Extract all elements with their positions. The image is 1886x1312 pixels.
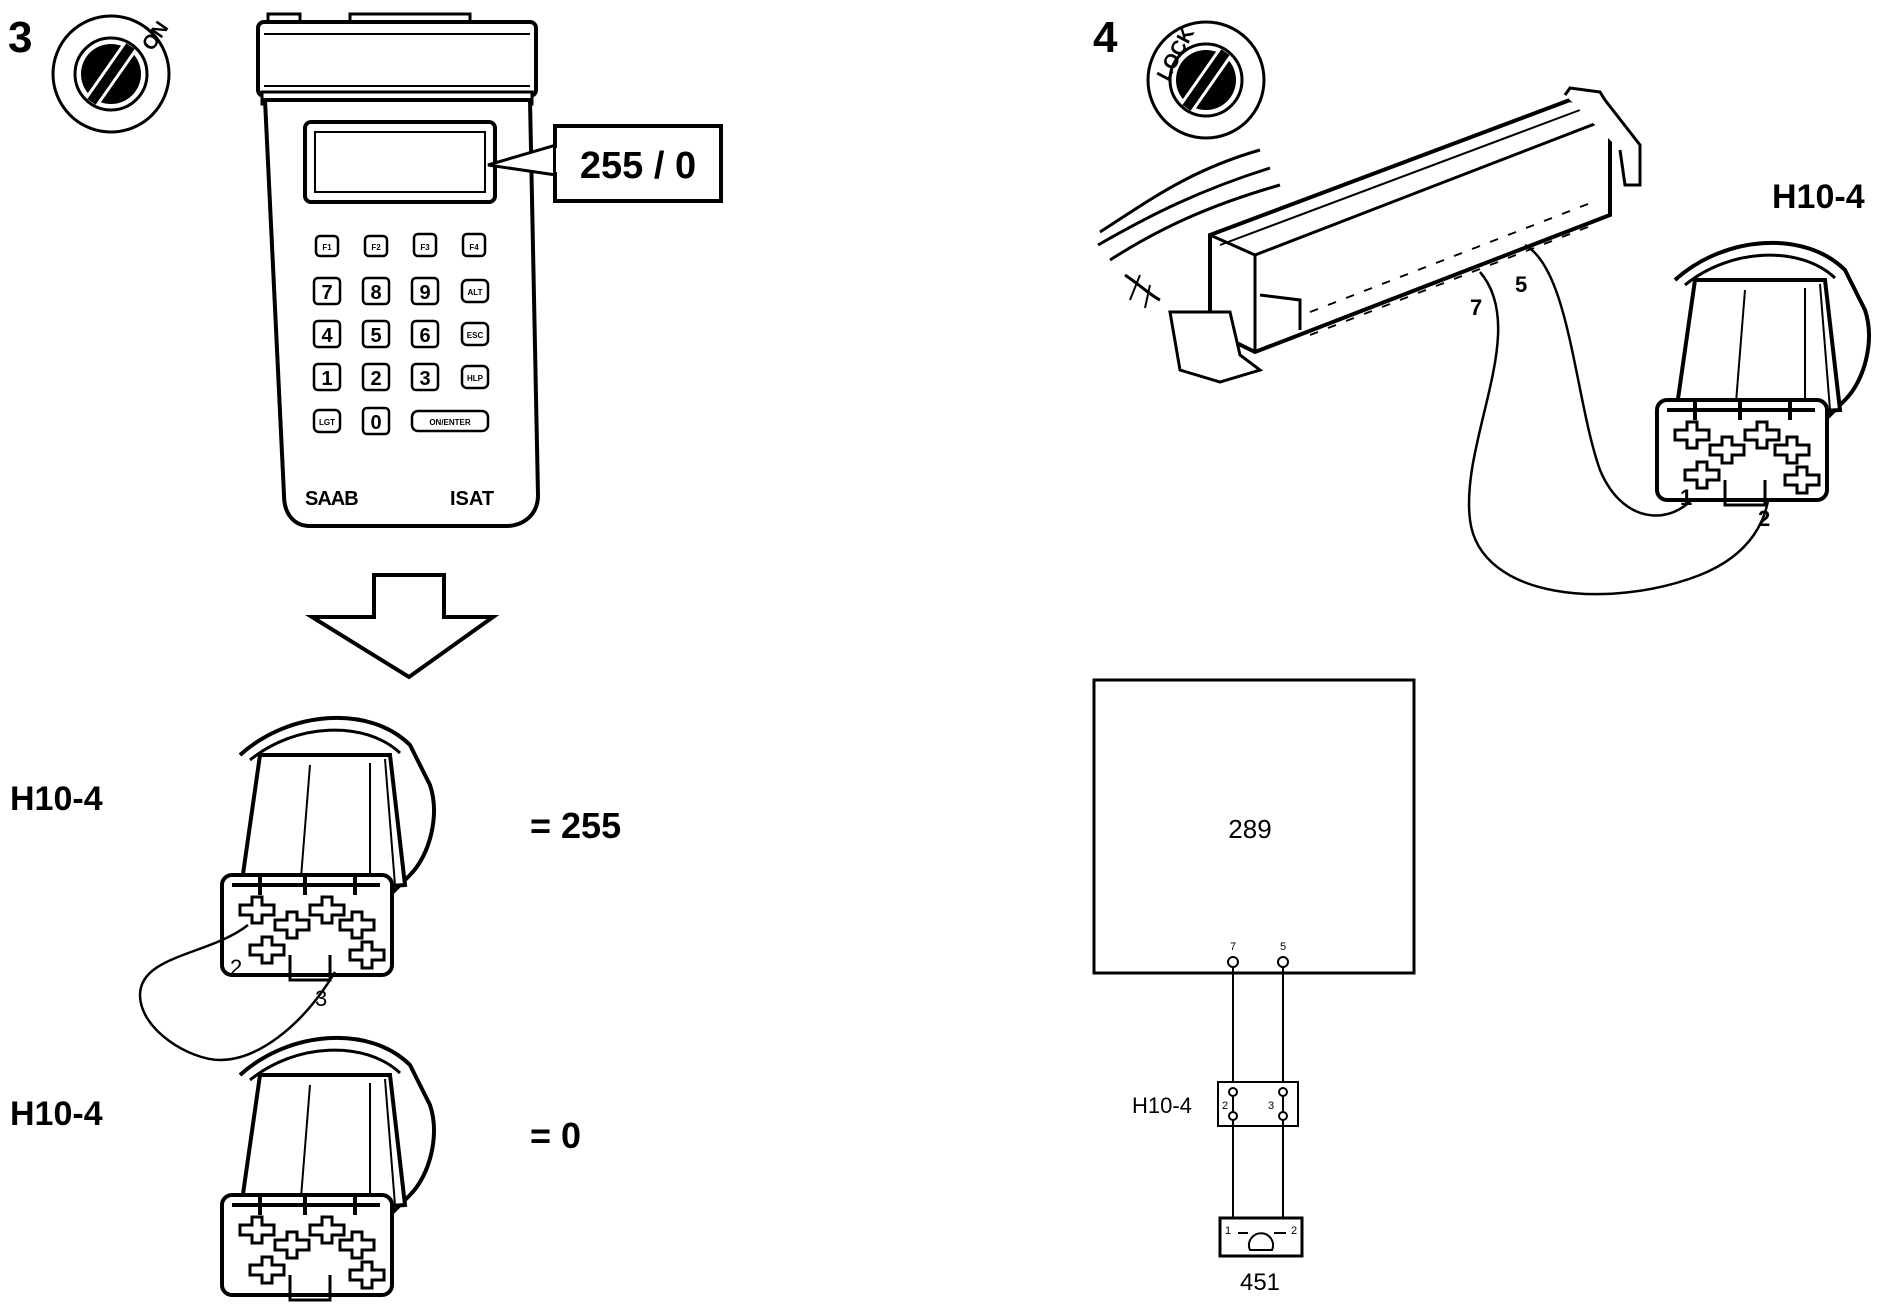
display-callout-value: 255 / 0 — [580, 145, 696, 187]
component-451-pin-right: 2 — [1291, 1225, 1297, 1237]
ecu-289-label: 289 — [1228, 814, 1271, 844]
connector-open: H10-4 = 0 — [10, 1035, 581, 1302]
h10-4-connector-right — [1655, 240, 1871, 507]
tester-model: ISAT — [450, 488, 494, 510]
step-3-panel: 3 ON F1 F2 F3 F4 — [8, 12, 723, 1302]
connector-b-label: H10-4 — [10, 1095, 103, 1133]
key-5 — [361, 319, 391, 349]
key-1 — [312, 362, 342, 392]
key-7 — [312, 276, 342, 306]
key-f3-label: F3 — [420, 243, 430, 252]
key-f2 — [363, 234, 389, 258]
key-f1-label: F1 — [322, 243, 332, 252]
connector-b-result: = 0 — [530, 1115, 581, 1156]
key-7-label: 7 — [321, 282, 332, 304]
schematic-pin-7: 7 — [1230, 941, 1236, 953]
step-4-number: 4 — [1093, 13, 1118, 62]
ecu-harness-connector: 7 5 — [1097, 86, 1642, 384]
key-8 — [361, 276, 391, 306]
key-3 — [410, 362, 440, 392]
key-hlp — [460, 364, 490, 390]
ecu-289-box — [1092, 678, 1416, 975]
ecu-pin-7-label: 7 — [1470, 295, 1482, 320]
key-f4 — [461, 232, 487, 258]
h10-4-pin-2: 2 — [1758, 506, 1770, 531]
key-4 — [312, 319, 342, 349]
key-9-label: 9 — [419, 282, 430, 304]
wiring-schematic: 289 7 5 2 3 H10-4 1 2 451 — [1092, 678, 1416, 1296]
key-f1 — [314, 234, 340, 258]
key-8-label: 8 — [370, 282, 381, 304]
key-4-label: 4 — [321, 325, 333, 347]
connector-a-label: H10-4 — [10, 780, 103, 818]
key-0-label: 0 — [370, 412, 381, 434]
key-f2-label: F2 — [371, 243, 381, 252]
key-lgt-label: LGT — [319, 418, 335, 427]
key-f4-label: F4 — [469, 243, 479, 252]
schematic-pin-5: 5 — [1280, 941, 1286, 953]
key-on-enter-label: ON/ENTER — [429, 418, 471, 427]
schematic-h10-4-label: H10-4 — [1132, 1093, 1192, 1118]
key-esc-label: ESC — [467, 331, 484, 340]
key-1-label: 1 — [321, 368, 332, 390]
key-f3 — [412, 232, 438, 258]
tester-brand: SAAB — [305, 488, 358, 510]
step-3-number: 3 — [8, 13, 32, 62]
wire-pin-5 — [1524, 243, 1702, 517]
connector-a-result: = 255 — [530, 805, 621, 846]
ecu-pin-5-label: 5 — [1515, 272, 1527, 297]
connector-a-pin-left: 2 — [230, 955, 242, 980]
key-6 — [410, 319, 440, 349]
connector-a-pin-right: 3 — [315, 986, 327, 1011]
ignition-lock-icon: LOCK — [1146, 20, 1266, 140]
h10-4-label-right: H10-4 — [1772, 178, 1865, 216]
key-esc — [460, 321, 490, 347]
wire-pin-7 — [1467, 271, 1772, 596]
key-5-label: 5 — [370, 325, 381, 347]
key-9 — [410, 276, 440, 306]
key-2-label: 2 — [370, 368, 381, 390]
key-alt-label: ALT — [468, 288, 483, 297]
component-451-pin-left: 1 — [1225, 1225, 1231, 1237]
key-alt — [460, 278, 490, 304]
down-arrow-icon — [304, 573, 500, 680]
step-4-panel: 4 LOCK 7 5 — [1093, 13, 1871, 596]
display-callout: 255 / 0 — [487, 124, 723, 203]
isat-tester-device: F1 F2 F3 F4 7 8 9 ALT 4 5 — [256, 12, 541, 528]
key-lgt — [312, 408, 342, 434]
key-on-enter — [410, 409, 490, 433]
tester-keypad: F1 F2 F3 F4 7 8 9 ALT 4 5 — [312, 232, 490, 436]
key-2 — [361, 362, 391, 392]
key-3-label: 3 — [419, 368, 430, 390]
key-6-label: 6 — [419, 325, 430, 347]
connector-bridged: H10-4 2 3 = 255 — [10, 715, 621, 1062]
key-hlp-label: HLP — [467, 374, 484, 383]
schematic-h10-4-pin-right: 3 — [1268, 1100, 1274, 1112]
key-0 — [361, 406, 391, 436]
ignition-on-icon: ON — [51, 14, 173, 134]
component-451-label: 451 — [1240, 1269, 1280, 1296]
h10-4-pin-1: 1 — [1680, 485, 1692, 510]
bridge-wire — [138, 924, 337, 1062]
schematic-h10-4-pin-left: 2 — [1222, 1100, 1228, 1112]
